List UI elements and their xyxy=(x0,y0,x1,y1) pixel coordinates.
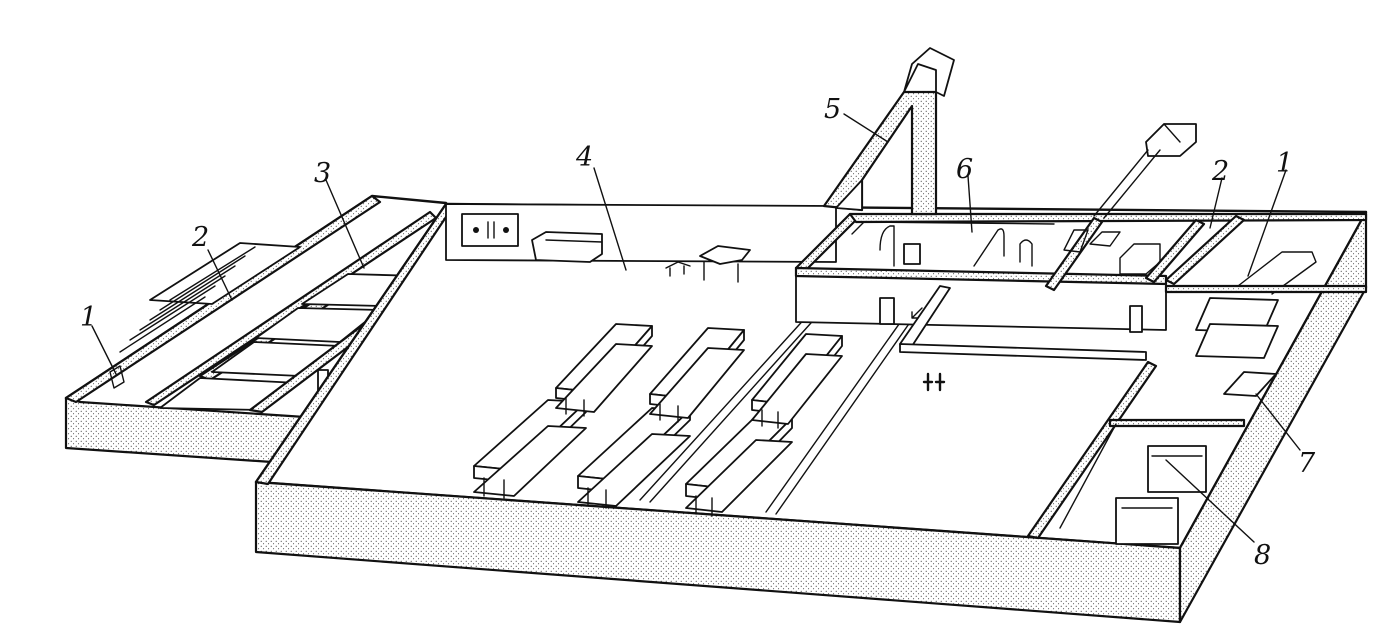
callout-8: 8 xyxy=(1254,540,1271,571)
fixture-icon xyxy=(109,365,125,389)
rack xyxy=(1237,251,1317,295)
cabinet xyxy=(1147,445,1207,493)
row-bed xyxy=(473,399,587,499)
valve-box xyxy=(903,243,921,265)
pipe xyxy=(1019,239,1033,267)
work-table xyxy=(699,245,751,265)
callout-4: 4 xyxy=(575,142,593,173)
row-bed xyxy=(685,415,793,517)
people-icon xyxy=(922,372,946,392)
callout-7: 7 xyxy=(1298,448,1316,479)
equipment-rows xyxy=(473,281,935,517)
equipment-box xyxy=(531,231,603,263)
right-block xyxy=(794,212,1368,545)
callout-3: 3 xyxy=(314,158,331,189)
duct-5 xyxy=(822,47,955,216)
roof-unit xyxy=(1093,123,1197,219)
left-wing xyxy=(64,194,516,471)
row-bed xyxy=(649,327,745,423)
conduit xyxy=(1093,149,1161,219)
control-panel xyxy=(461,213,519,247)
arrow-icon xyxy=(911,307,923,319)
callout-2-left: 2 xyxy=(191,222,209,253)
pipe xyxy=(851,221,1055,235)
pipe xyxy=(973,228,1005,267)
pipe xyxy=(879,225,895,267)
callout-6: 6 xyxy=(956,154,973,185)
main-hall xyxy=(254,202,1368,624)
callout-labels: 1 2 3 4 5 6 2 1 7 8 xyxy=(80,94,1316,571)
row-bed xyxy=(751,333,843,429)
pipe xyxy=(1059,423,1117,529)
chair-icon xyxy=(665,261,691,277)
callout-2-right: 2 xyxy=(1211,156,1229,187)
callout-1-right: 1 xyxy=(1276,148,1293,179)
row-bed xyxy=(577,407,691,509)
leader-lines xyxy=(91,113,1301,543)
row-bed xyxy=(555,323,653,417)
cabinet xyxy=(1115,497,1179,545)
machine-icon xyxy=(1063,229,1121,253)
stairs xyxy=(119,246,256,353)
cabinet xyxy=(1119,243,1161,275)
callout-5: 5 xyxy=(824,94,841,125)
callout-1-left: 1 xyxy=(80,302,97,333)
